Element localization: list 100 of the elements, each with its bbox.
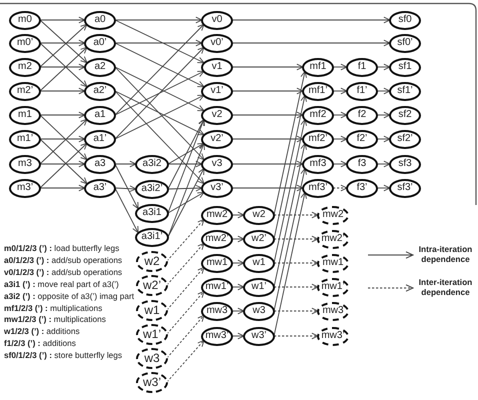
definition-text: mw1/2/3 (’) : multiplications (4, 315, 106, 325)
ellipse-node: m1’ (9, 130, 41, 148)
dashed-ellipse-node: mw2 (317, 206, 349, 224)
ellipse-node: v3 (201, 154, 233, 174)
dashed-arrow (166, 290, 204, 334)
arrow (332, 88, 348, 94)
ellipse-node: mw3’ (201, 326, 233, 346)
ellipse-node: sf2’ (389, 130, 421, 148)
dashed-arrow (274, 332, 318, 340)
dashed-ellipse-node: w2’ (136, 274, 168, 296)
ellipse-node: sf2 (389, 106, 421, 124)
ellipse-node: f3 (346, 154, 378, 174)
legend-label: Inter-iteration dependence (418, 278, 474, 298)
ellipse-node: a0’ (84, 34, 116, 52)
dashed-arrow (274, 236, 318, 242)
ellipse-node: f1 (346, 58, 378, 76)
arrow (114, 20, 204, 64)
ellipse-node: v2’ (201, 130, 233, 148)
arrow (168, 118, 204, 190)
legend-label: Intra-iteration dependence (418, 245, 474, 265)
arrow (168, 184, 202, 192)
ellipse-node: mf2 (302, 106, 334, 124)
ellipse-node: v1’ (201, 82, 233, 100)
ellipse-node: f2’ (346, 130, 378, 148)
definition-text: m0/1/2/3 (’) : load butterfly legs (4, 244, 120, 254)
arrow (40, 16, 86, 24)
arrow (332, 112, 348, 118)
arrow (114, 160, 136, 168)
dashed-ellipse-node: w3’ (136, 372, 168, 392)
ellipse-node: mw1’ (201, 278, 233, 296)
dashed-ellipse-node: w2 (136, 250, 168, 272)
ellipse-node: m0 (9, 10, 41, 30)
ellipse-node: mf3 (302, 154, 334, 174)
ellipse-node: m0’ (9, 34, 41, 52)
ellipse-node: mw2’ (201, 230, 233, 248)
arrow (376, 88, 390, 94)
arrow (232, 184, 304, 192)
ellipse-node: sf1’ (389, 82, 421, 100)
arrow (376, 64, 390, 70)
ellipse-node: a1 (84, 106, 116, 124)
ellipse-node: sf3 (389, 154, 421, 174)
arrow (114, 24, 204, 116)
ellipse-node: v1 (201, 58, 233, 76)
arrow (232, 112, 304, 118)
arrow (40, 64, 86, 70)
ellipse-node: m2 (9, 58, 41, 76)
definition-text: a3i1 (’) : move real part of a3(’) (4, 280, 119, 289)
ellipse-node: a3’ (84, 178, 116, 198)
arrow (376, 112, 390, 118)
arrow (168, 142, 204, 164)
arrow (40, 88, 86, 94)
dashed-arrow (274, 260, 318, 266)
ellipse-node: a3i2 (135, 154, 169, 174)
arrow (232, 40, 390, 46)
ellipse-node: a3 (84, 154, 116, 174)
arrow (332, 160, 348, 168)
ellipse-node: f2 (346, 106, 378, 124)
arrow (168, 118, 205, 214)
dashed-ellipse-node: mw1 (317, 254, 349, 272)
ellipse-node: f3’ (346, 178, 378, 198)
ellipse-node: v0’ (201, 34, 233, 52)
dashed-arrow (166, 266, 204, 310)
dashed-arrow (274, 284, 318, 290)
definition-text: a0/1/2/3 (’) : add/sub operations (4, 256, 122, 266)
dashed-ellipse-node: w3 (136, 348, 168, 368)
definition-text: v0/1/2/3 (’) : add/sub operations (4, 268, 122, 277)
ellipse-node: w2 (243, 206, 275, 224)
dashed-arrow (166, 218, 204, 262)
ellipse-node: v2 (201, 106, 233, 124)
ellipse-node: f1’ (346, 82, 378, 100)
dashed-arrow (166, 340, 204, 382)
arrow (376, 136, 390, 142)
ellipse-node: mf2’ (302, 130, 334, 148)
dashed-ellipse-node: mw3’ (317, 326, 349, 346)
ellipse-node: sf3’ (389, 178, 421, 198)
ellipse-node: w3’ (243, 326, 275, 346)
dashed-ellipse-node: mw1’ (317, 278, 349, 296)
arrow (376, 160, 390, 168)
arrow (114, 46, 204, 140)
ellipse-node: mf3’ (302, 178, 334, 198)
dashed-arrow (166, 314, 204, 358)
arrow (232, 64, 304, 70)
dashed-ellipse-node: w1’ (136, 324, 168, 344)
arrow (332, 136, 348, 142)
definition-text: a3i2 (’) : opposite of a3(’) imag part (4, 292, 134, 301)
ellipse-node: mf1 (302, 58, 334, 76)
definition-text: f1/2/3 (’) : additions (4, 339, 76, 348)
ellipse-node: m2’ (9, 82, 41, 100)
arrow (168, 160, 202, 168)
ellipse-node: sf1 (389, 58, 421, 76)
ellipse-node: a2 (84, 58, 116, 76)
ellipse-node: mf1’ (302, 82, 334, 100)
ellipse-node: mw1 (201, 254, 233, 272)
arrow (114, 90, 204, 184)
ellipse-node: w1 (243, 254, 275, 272)
definition-text: mf1/2/3 (’) : multiplications (4, 304, 102, 313)
ellipse-node: mw3 (201, 302, 233, 320)
ellipse-node: a3i2’ (135, 180, 169, 198)
ellipse-node: w1’ (243, 278, 275, 296)
ellipse-node: w2’ (243, 230, 275, 248)
